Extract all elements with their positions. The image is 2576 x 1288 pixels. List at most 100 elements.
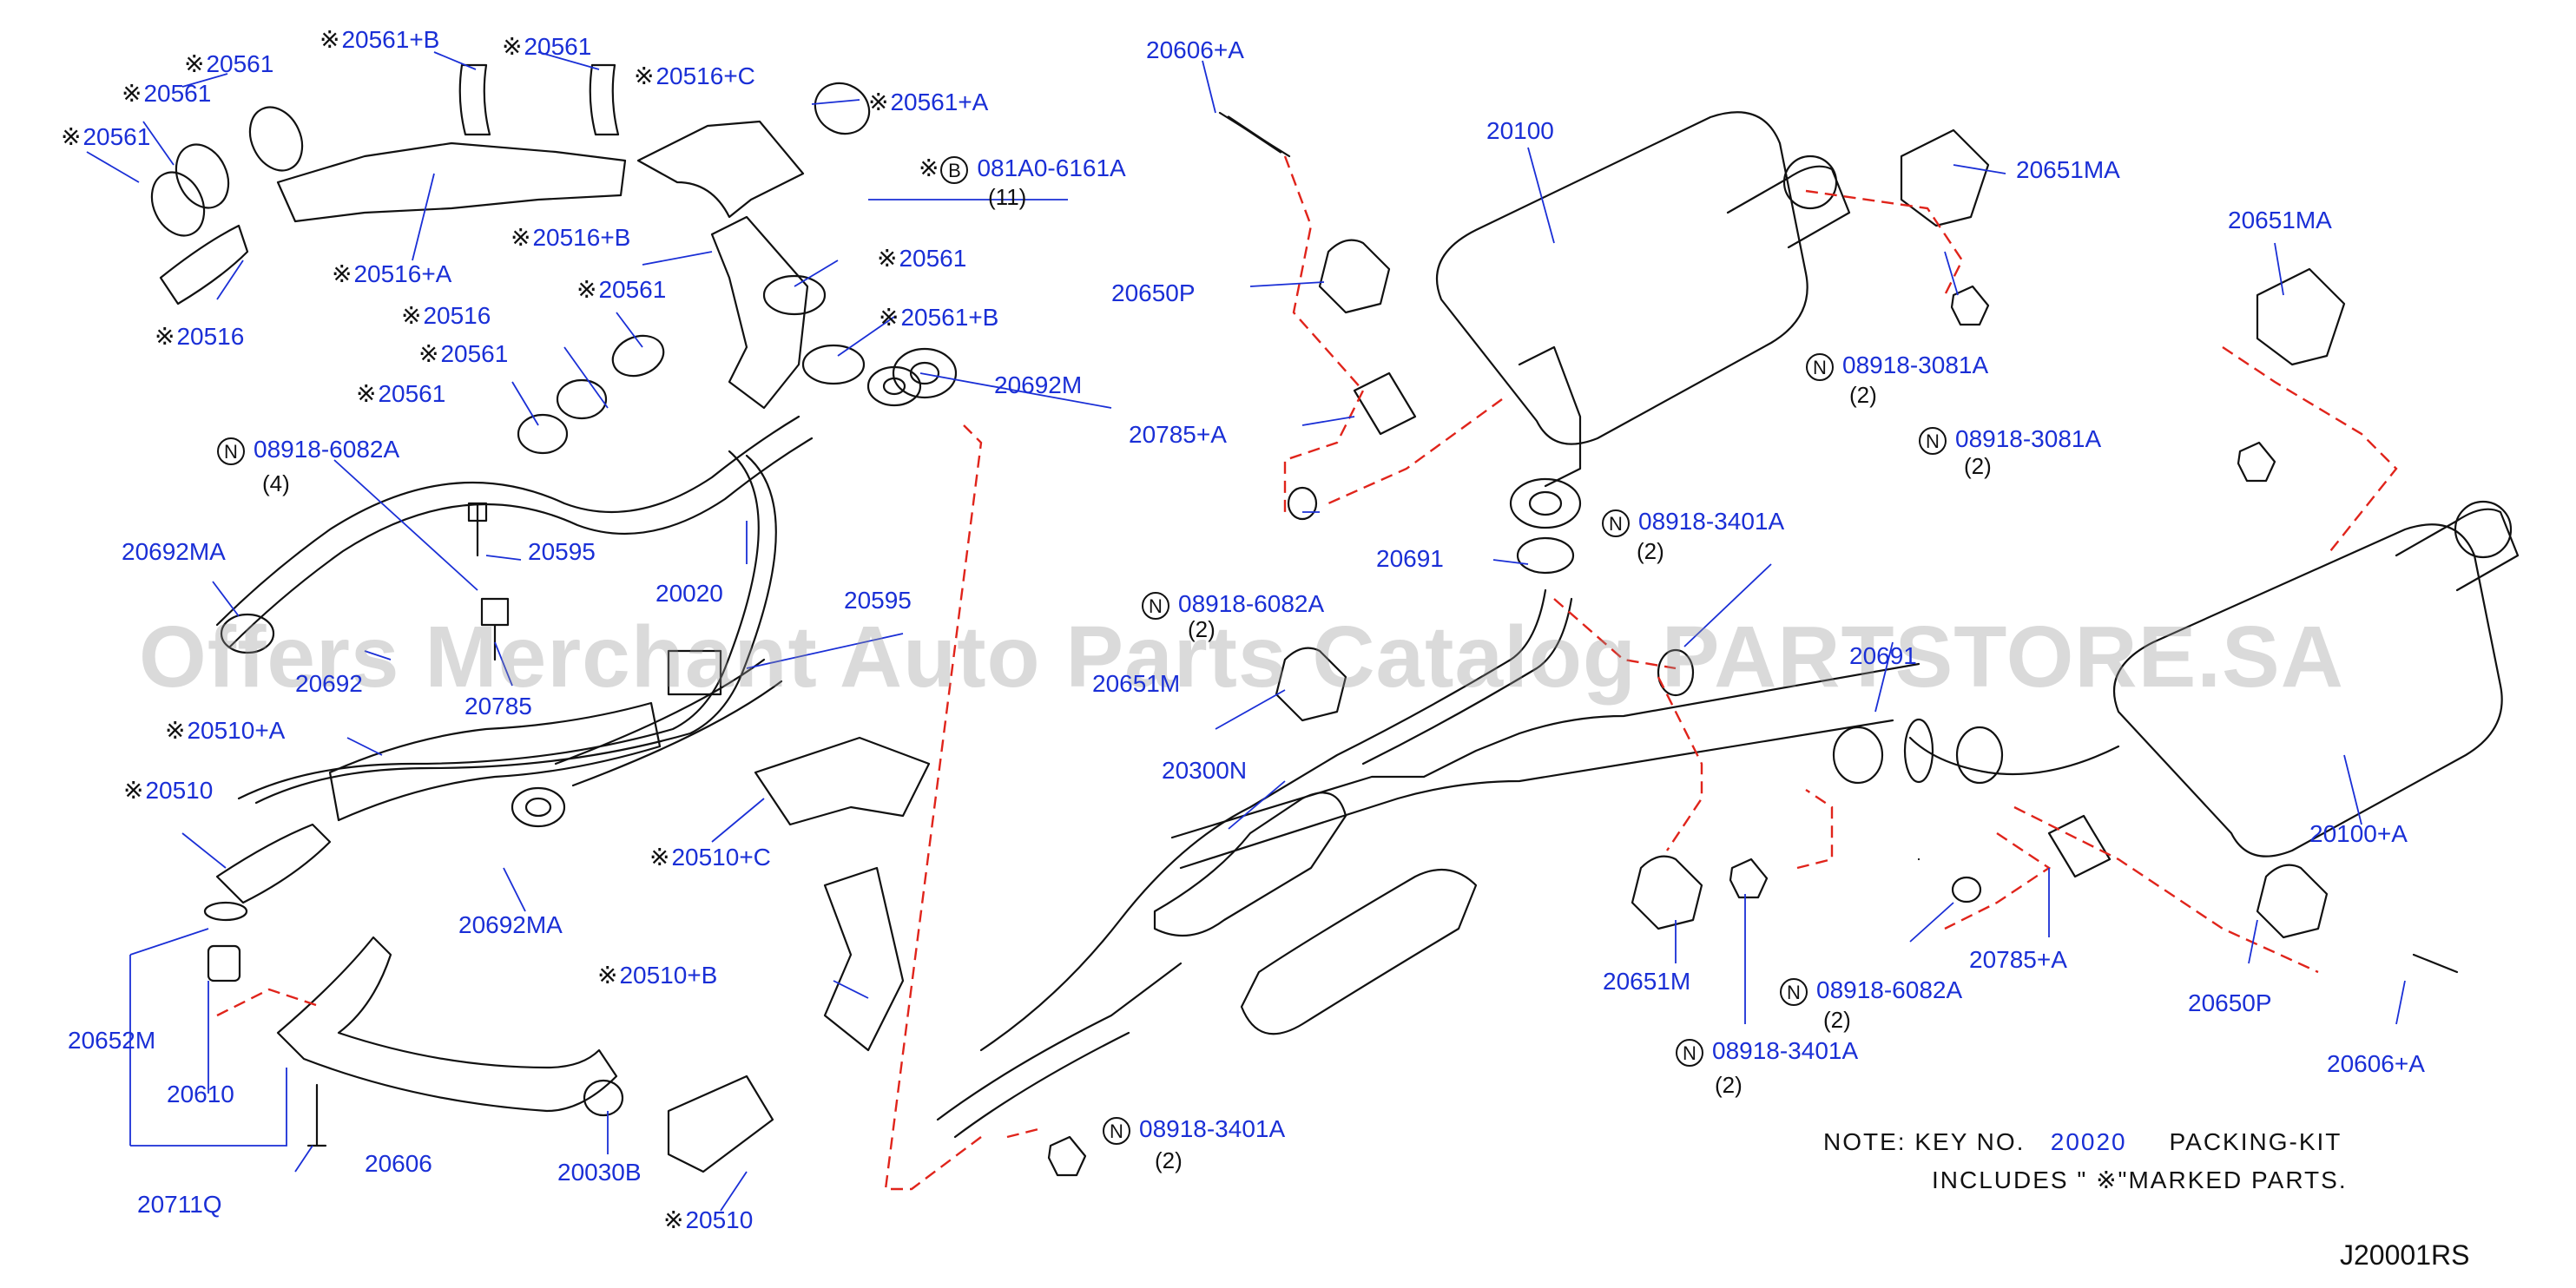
part-label-l23[interactable]: 20595	[844, 587, 912, 614]
part-label-l53[interactable]: 20650P	[2188, 989, 2272, 1017]
part-number: 20561	[899, 245, 967, 272]
part-label-l26[interactable]: ※20510+A	[165, 717, 285, 745]
part-label-l54[interactable]: 20651M	[1603, 968, 1690, 996]
part-label-l25[interactable]: 20785	[464, 693, 532, 720]
part-number: 081A0-6161A	[977, 154, 1126, 181]
part-label-l43[interactable]: 20785+A	[1129, 421, 1227, 449]
part-number: 20561+A	[890, 89, 989, 115]
part-number: 20516+C	[656, 62, 755, 89]
catalytic-converter	[710, 215, 809, 410]
kit-note-code[interactable]: 20020	[2050, 1128, 2127, 1155]
part-number: 20300N	[1162, 757, 1248, 784]
part-label-l36[interactable]: ※20510	[663, 1206, 753, 1234]
part-label-l51[interactable]: 20100+A	[2309, 820, 2408, 848]
part-number: 20516+B	[532, 224, 631, 251]
part-label-l10[interactable]: ※20516	[155, 323, 244, 351]
part-number: 20651MA	[2016, 156, 2120, 183]
part-label-l15[interactable]: ※20561+B	[879, 304, 998, 332]
part-number: 20692MA	[458, 911, 563, 938]
part-label-l11[interactable]: ※20516+B	[511, 224, 630, 252]
part-label-l2[interactable]: ※20561	[502, 33, 591, 61]
part-label-l32[interactable]: 20606	[365, 1150, 432, 1178]
part-label-l18[interactable]: 20692M	[994, 371, 1082, 399]
part-label-l40[interactable]: 20650P	[1111, 279, 1196, 307]
part-label-l9[interactable]: ※20516+A	[332, 260, 451, 288]
packing-kit-marker-icon: ※	[634, 62, 655, 89]
part-number: 20691	[1376, 545, 1444, 572]
part-label-l35[interactable]: ※20510+B	[597, 962, 717, 989]
part-label-l7[interactable]: ※20561+A	[868, 89, 988, 116]
part-label-l16[interactable]: ※20561	[418, 340, 508, 368]
part-number: 20100	[1486, 117, 1554, 144]
part-label-l39[interactable]: 20651MA	[2016, 156, 2120, 184]
packing-kit-marker-icon: ※	[879, 304, 899, 331]
part-type-circle-icon: N	[1806, 352, 1834, 381]
part-label-l24[interactable]: 20692	[295, 670, 363, 698]
packing-kit-marker-icon: ※	[165, 717, 186, 744]
part-number: 20020	[656, 580, 723, 607]
part-label-l42[interactable]: 20651MA	[2228, 207, 2332, 234]
part-label-l14[interactable]: ※20561	[576, 276, 666, 304]
part-label-l27[interactable]: ※20510	[123, 777, 213, 805]
part-label-l50[interactable]: 20691	[1849, 642, 1917, 670]
part-number: 08918-6082A	[254, 436, 400, 463]
part-number: 20595	[528, 538, 596, 565]
part-number: 08918-3081A	[1955, 425, 2102, 452]
part-number: 20561+B	[900, 304, 999, 331]
packing-kit-marker-icon: ※	[184, 50, 205, 77]
part-label-l52[interactable]: 20785+A	[1969, 946, 2067, 974]
part-label-l33[interactable]: 20711Q	[137, 1191, 222, 1219]
clamp-ring	[150, 63, 871, 455]
part-label-l5[interactable]: ※20561	[61, 123, 150, 151]
part-number: 20606	[365, 1150, 432, 1177]
part-label-l3[interactable]: ※20561	[184, 50, 273, 78]
part-number: 20510+A	[187, 717, 286, 744]
part-label-l49[interactable]: 20300N	[1162, 757, 1247, 785]
part-label-l29[interactable]: 20692MA	[458, 911, 563, 939]
part-label-l37[interactable]: 20606+A	[1146, 36, 1244, 64]
part-label-l31[interactable]: 20610	[167, 1081, 234, 1108]
part-number: 20785	[464, 693, 532, 720]
part-label-l13[interactable]: ※20516	[401, 302, 491, 330]
quantity-q5: (2)	[1637, 538, 1664, 564]
part-label-l12[interactable]: ※20561	[877, 245, 966, 273]
part-number: 20651M	[1092, 670, 1181, 697]
part-label-l1[interactable]: ※20561+B	[320, 26, 439, 54]
part-number: 20516+A	[353, 260, 452, 287]
part-number: 20692	[295, 670, 363, 697]
part-label-l22[interactable]: 20020	[656, 580, 723, 608]
part-label-l30[interactable]: 20652M	[68, 1027, 155, 1055]
packing-kit-marker-icon: ※	[877, 245, 898, 272]
part-label-l21[interactable]: 20595	[528, 538, 596, 566]
part-label-l4[interactable]: ※20561	[122, 80, 211, 108]
part-number: 20561	[524, 33, 592, 60]
part-label-l46[interactable]: 20691	[1376, 545, 1444, 573]
part-number: 08918-6082A	[1816, 976, 1963, 1003]
part-label-l6[interactable]: ※20516+C	[634, 62, 755, 90]
part-number: 20692MA	[122, 538, 226, 565]
quantity-q6: (2)	[1188, 616, 1216, 642]
part-label-l57[interactable]: 20606+A	[2327, 1050, 2425, 1078]
packing-kit-marker-icon: ※	[123, 777, 144, 804]
part-label-l48[interactable]: 20651M	[1092, 670, 1180, 698]
part-number: 20606+A	[2327, 1050, 2425, 1077]
packing-kit-marker-icon: ※	[663, 1206, 684, 1233]
part-label-l20[interactable]: 20692MA	[122, 538, 226, 566]
part-number: 20510+B	[619, 962, 718, 989]
part-label-l28[interactable]: ※20510+C	[649, 844, 771, 871]
part-label-l17[interactable]: ※20561	[356, 380, 445, 408]
part-type-circle-icon: N	[1103, 1116, 1130, 1145]
part-label-l38[interactable]: 20100	[1486, 117, 1554, 145]
muffler-main	[1435, 111, 1808, 445]
mounting-bracket	[276, 936, 618, 1113]
part-label-l34[interactable]: 20030B	[557, 1159, 642, 1186]
